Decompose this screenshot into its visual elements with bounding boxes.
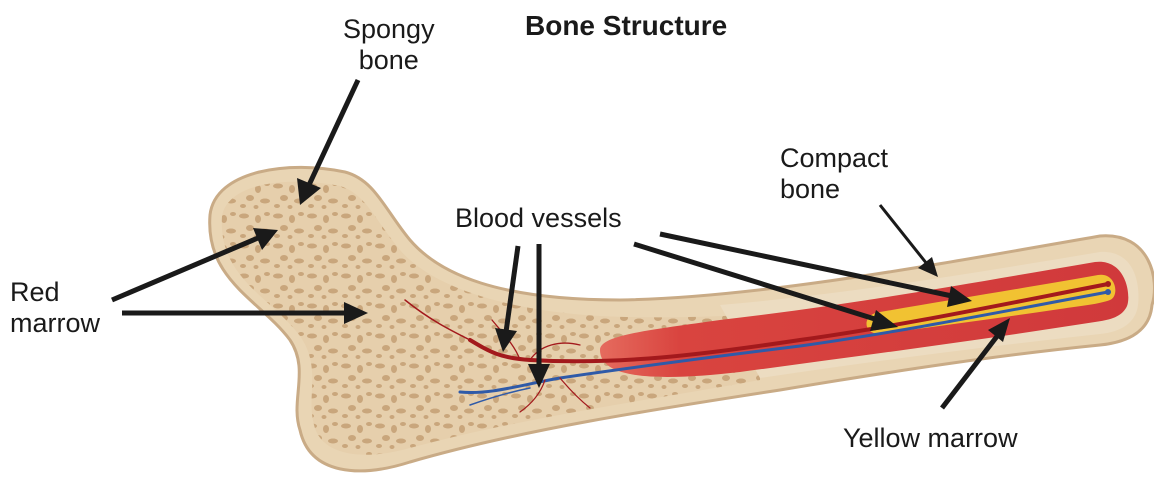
vessel-opening-vein [1105,289,1111,295]
label-spongy-bone: Spongy bone [343,14,435,76]
diagram-title: Bone Structure [525,10,727,42]
label-red-marrow: Red marrow [10,277,100,339]
label-compact-bone-line2: bone [780,174,888,205]
label-red-marrow-line1: Red [10,277,100,308]
label-compact-bone-line1: Compact [780,143,888,174]
label-blood-vessels: Blood vessels [455,203,622,234]
label-spongy-bone-line1: Spongy [343,14,435,45]
label-compact-bone: Compact bone [780,143,888,205]
label-spongy-bone-line2: bone [343,45,435,76]
label-yellow-marrow: Yellow marrow [843,423,1018,454]
label-red-marrow-line2: marrow [10,308,100,339]
vessel-opening-artery [1105,281,1111,287]
arrow-compact-bone [880,205,938,277]
